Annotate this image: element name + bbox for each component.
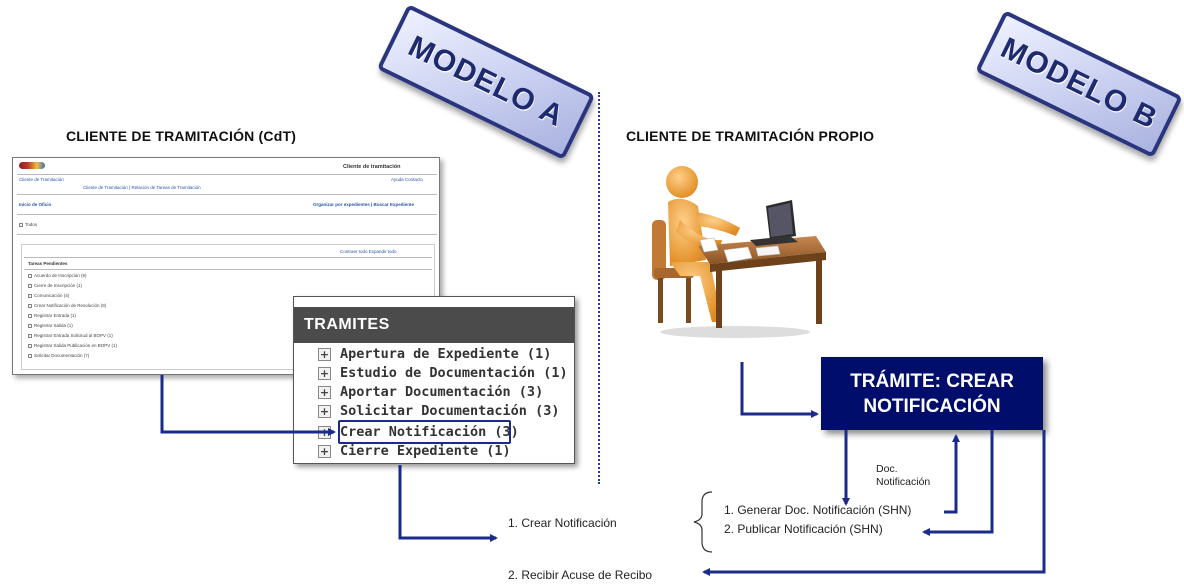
tramite-item-aportar[interactable]: + Aportar Documentación (3) — [318, 383, 543, 401]
cdt-title: Cliente de tramitación — [343, 164, 401, 170]
tramite-item-apertura[interactable]: + Apertura de Expediente (1) — [318, 345, 551, 363]
arrow-box-to-recibir — [702, 430, 1046, 576]
publicar-notificacion-step: 2. Publicar Notificación (SHN) — [724, 522, 883, 536]
cdt-tasks-panel: Contraer todo Expandir todo Tareas Pendi… — [21, 244, 435, 370]
recibir-acuse-label: 2. Recibir Acuse de Recibo — [508, 568, 653, 582]
plus-square-icon[interactable]: + — [318, 404, 331, 418]
tramite-item-label: Estudio de Documentación (1) — [340, 365, 568, 381]
doc-label-line1: Doc. — [876, 463, 898, 475]
generar-doc-step: 1. Generar Doc. Notificación (SHN) — [724, 503, 912, 517]
tramite-item-label: Aportar Documentación (3) — [340, 384, 544, 400]
model-divider — [598, 92, 600, 484]
tramite-crear-notificacion-box: TRÁMITE: CREAR NOTIFICACIÓN — [821, 357, 1043, 430]
tramites-header: TRAMITES — [294, 307, 574, 343]
arrow-tramites-to-flow — [398, 465, 498, 542]
steps-brace — [693, 491, 713, 553]
tramite-box-line1: TRÁMITE: CREAR — [850, 370, 1014, 392]
cdt-task-item[interactable]: Solicitar Documentación (7) — [28, 353, 89, 358]
right-heading: CLIENTE DE TRAMITACIÓN PROPIO — [626, 128, 875, 144]
cdt-task-item[interactable]: Comunicación (4) — [28, 293, 69, 298]
cdt-group-by[interactable]: Organizar por expedientes | Buscar Exped… — [313, 202, 415, 207]
cdt-task-item[interactable]: Cierre de Inscripción (1) — [28, 283, 82, 288]
cdt-filter[interactable]: Todos — [19, 222, 37, 227]
cdt-task-item[interactable]: Registrar Entrada Solicitud al BOPV (1) — [28, 333, 113, 338]
cdt-filter-label: Todos — [25, 222, 38, 227]
doc-label-line2: Notificación — [876, 476, 931, 488]
tramite-box-line2: NOTIFICACIÓN — [863, 395, 1001, 417]
tramite-item-label: Solicitar Documentación (3) — [340, 403, 560, 419]
cdt-task-item[interactable]: Crear Notificación de Resolución (9) — [28, 303, 106, 308]
left-heading: CLIENTE DE TRAMITACIÓN (CdT) — [66, 128, 297, 144]
tramite-item-label: Apertura de Expediente (1) — [340, 346, 552, 362]
crear-notificacion-highlight — [338, 420, 511, 444]
cdt-task-item[interactable]: Registrar Entrada (1) — [28, 313, 76, 318]
cdt-panel-title: Tareas Pendientes — [28, 261, 68, 266]
tramite-item-label: Crear Notificación (3) — [340, 424, 519, 440]
cdt-nav-right[interactable]: Ayuda Contacto — [391, 177, 423, 182]
arrow-cdt-to-crear — [160, 375, 336, 436]
cdt-nav[interactable]: Cliente de Tramitación — [19, 177, 64, 182]
tramites-panel: TRAMITES + Apertura de Expediente (1) + … — [293, 296, 575, 464]
arrow-box-to-step2 — [922, 430, 994, 536]
tramite-item-estudio[interactable]: + Estudio de Documentación (1) — [318, 364, 568, 382]
tramite-item-cierre[interactable]: + Cierre Expediente (1) — [318, 442, 511, 460]
tramite-item-solicitar[interactable]: + Solicitar Documentación (3) — [318, 402, 559, 420]
cdt-section[interactable]: Inicio de Oficio — [19, 202, 52, 207]
cdt-logo — [19, 162, 45, 169]
cdt-panel-links[interactable]: Contraer todo Expandir todo — [340, 249, 397, 254]
person-at-desk-icon — [652, 166, 826, 338]
plus-square-icon[interactable]: + — [318, 366, 331, 380]
arrow-step1-to-box — [944, 434, 960, 514]
plus-square-icon[interactable]: + — [318, 347, 331, 361]
crear-notificacion-label: 1. Crear Notificación — [508, 516, 617, 530]
cdt-breadcrumb[interactable]: Cliente de Tramitación | Relación de Tar… — [83, 185, 201, 190]
arrow-illustration-to-box — [740, 362, 819, 418]
cdt-task-item[interactable]: Registrar Salida Publicación en BOPV (1) — [28, 343, 117, 348]
cdt-task-item[interactable]: Acuerdo de Inscripción (9) — [28, 273, 87, 278]
cdt-task-item[interactable]: Registrar Salida (1) — [28, 323, 73, 328]
plus-square-icon[interactable]: + — [318, 385, 331, 399]
plus-square-icon[interactable]: + — [318, 444, 331, 458]
tramite-item-label: Cierre Expediente (1) — [340, 443, 511, 459]
